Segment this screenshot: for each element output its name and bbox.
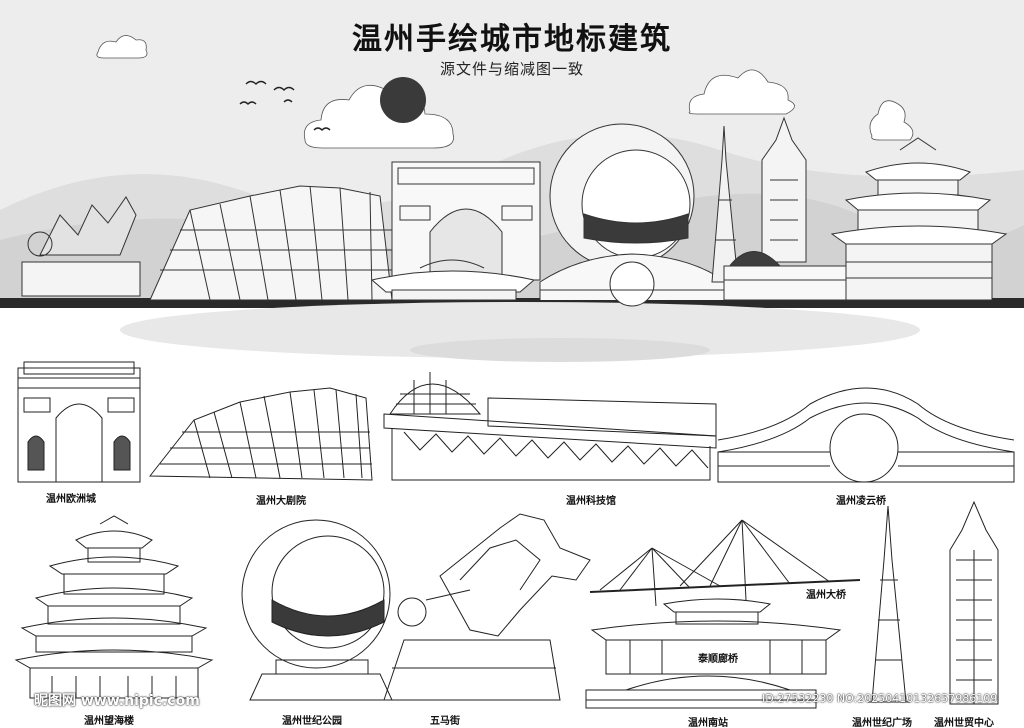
birds-icon	[239, 80, 331, 131]
skyline-arch-bridge	[539, 253, 727, 307]
skyline-grand-theatre	[149, 185, 393, 301]
drawing-ring-sculpture	[241, 519, 393, 701]
poster-subtitle: 源文件与缩减图一致	[439, 60, 584, 78]
drawing-horse-chariot	[383, 513, 591, 701]
landmark-label: 温州望海楼	[84, 716, 134, 727]
landmark-label: 泰顺廊桥	[698, 654, 738, 665]
skyline-horse-statue	[21, 196, 141, 297]
drawing-trade-tower	[949, 500, 999, 705]
skyline-trade-tower	[761, 116, 807, 263]
landmark-label: 温州世贸中心	[934, 718, 994, 728]
landmark-label: 温州大剧院	[256, 496, 306, 507]
poster-title: 温州手绘城市地标建筑	[352, 22, 672, 57]
sun-icon	[380, 77, 426, 123]
landmark-label: 温州世纪广场	[852, 718, 912, 728]
landmark-label: 温州大桥	[806, 590, 846, 601]
drawing-grand-theatre	[148, 387, 373, 481]
landmark-label: 温州南站	[688, 718, 728, 728]
cloud-icon	[688, 69, 795, 115]
landmark-label: 温州科技馆	[566, 496, 616, 507]
landmark-label: 温州欧洲城	[46, 494, 96, 505]
landmark-label: 温州世纪公园	[282, 716, 342, 727]
landmark-label: 温州凌云桥	[836, 496, 886, 507]
drawing-cable-bridge	[589, 519, 861, 607]
skyline-pagoda	[830, 137, 1008, 301]
landmark-drawings	[14, 361, 1015, 709]
cloud-icon	[869, 100, 914, 141]
drawing-lingyun-bridge	[717, 387, 1015, 483]
drawing-euro-arch	[17, 361, 141, 483]
skyline-pavilion	[370, 259, 536, 301]
drawing-covered-bridge	[590, 598, 842, 675]
drawing-wanghai-pagoda	[14, 515, 214, 699]
watermark-site: 昵图网 www.nipic.com	[34, 693, 200, 709]
watermark-id: ID:27532230 NO:20250410132657986109	[762, 692, 998, 705]
skyline-arch	[391, 161, 541, 281]
drawing-south-station	[585, 675, 817, 709]
landmark-label: 五马街	[430, 716, 460, 727]
mist-reflection-small	[410, 338, 710, 362]
skyline-ring-sculpture	[549, 123, 695, 269]
mist-reflection	[120, 302, 920, 358]
skyline	[21, 116, 1008, 307]
drawing-spire-tower	[868, 505, 910, 703]
cloud-icon	[96, 35, 148, 59]
drawing-science-museum	[383, 372, 717, 481]
